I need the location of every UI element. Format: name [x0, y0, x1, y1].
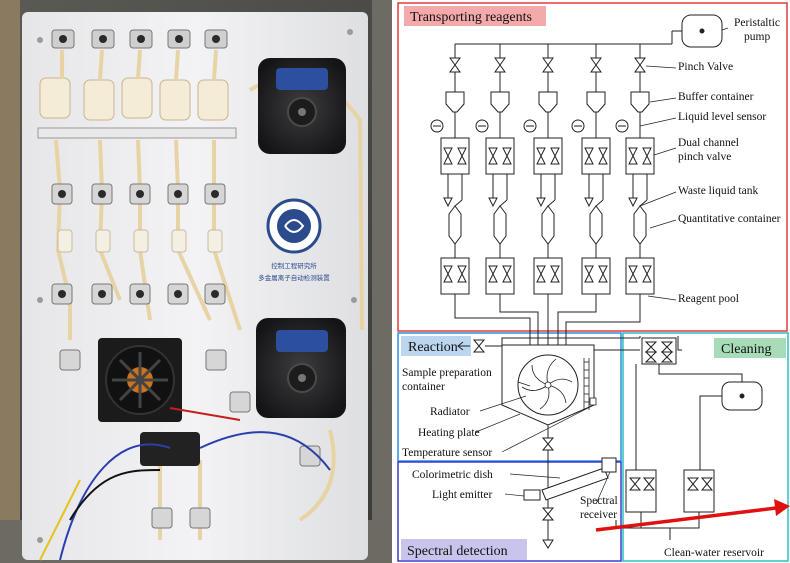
spectral-tag: [401, 539, 527, 560]
channel-5-pinch-valve: [634, 57, 646, 73]
spectral-section-frame: [397, 461, 622, 562]
cooling-fan: [98, 338, 182, 422]
transport-tag: [404, 6, 546, 26]
spectral-path: [523, 425, 617, 549]
buffer-container-row: [39, 77, 229, 121]
light-emitter-box: [523, 489, 541, 501]
label-reagent-pool: Reagent pool: [678, 293, 739, 305]
reagent-manifold: [454, 300, 641, 345]
diagram-peristaltic-pump: [671, 14, 723, 48]
channel-3-waste-outlet: [536, 197, 546, 208]
channel-5-dual-valve: [625, 137, 655, 175]
temperature-probe: [589, 397, 597, 406]
channel-5-outlet-valve: [625, 257, 655, 295]
channel-5-buffer-container: [630, 91, 650, 113]
wiring: [39, 407, 331, 561]
photo-right-frame: [372, 0, 392, 563]
apparatus-photo: 控制工程研究所 多金属离子自动检测装置: [0, 0, 392, 563]
channel-2-quantitative-container: [493, 205, 507, 245]
side-valves: [59, 349, 321, 529]
label-pinch-valve: Pinch Valve: [678, 61, 733, 73]
label-colorimetric-dish: Colorimetric dish: [412, 469, 493, 481]
channel-1-buffer-container: [445, 91, 465, 113]
label-peristaltic-pump-2: pump: [744, 31, 770, 43]
channel-3-dual-valve: [533, 137, 563, 175]
cleaning-tag: [714, 338, 786, 358]
reaction-title: Reaction: [408, 340, 458, 355]
label-dual-channel-1: Dual channel: [678, 137, 739, 149]
peristaltic-pump-top: [258, 58, 346, 154]
channel-3-buffer-container: [538, 91, 558, 113]
label-temperature-sensor: Temperature sensor: [402, 447, 492, 459]
channel-4-dual-valve: [581, 137, 611, 175]
channel-3-outlet-valve: [533, 257, 563, 295]
channel-4-outlet-valve: [581, 257, 611, 295]
reaction-tag: [401, 336, 471, 356]
label-buffer-container: Buffer container: [678, 91, 754, 103]
photo-caption-1: 控制工程研究所: [271, 261, 317, 270]
highlight-arrow: [595, 499, 790, 532]
cleaning-pipes: [501, 336, 763, 540]
label-sample-prep-2: container: [402, 381, 445, 393]
label-waste-tank: Waste liquid tank: [678, 185, 758, 197]
channel-1-dual-valve: [440, 137, 470, 175]
cleaning-title: Cleaning: [721, 342, 772, 357]
transport-section-frame: [397, 2, 788, 332]
radiator-fan: [517, 354, 579, 416]
cleaning-section-frame: [622, 332, 789, 562]
label-quantitative-container: Quantitative container: [678, 213, 781, 225]
channel-2-waste-outlet: [488, 197, 498, 208]
label-spectral-receiver-1: Spectral: [580, 495, 618, 507]
channel-5-quantitative-container: [633, 205, 647, 245]
label-spectral-receiver-2: receiver: [580, 509, 617, 521]
channel-5-waste-outlet: [628, 197, 638, 208]
transport-title: Transporting reagents: [410, 10, 532, 25]
quantitative-container-row: [57, 229, 223, 253]
spectral-title: Spectral detection: [407, 544, 508, 559]
channel-4-waste-outlet: [584, 197, 594, 208]
channel-2-dual-valve: [485, 137, 515, 175]
label-liquid-level-sensor: Liquid level sensor: [678, 111, 766, 123]
university-logo: [266, 198, 322, 254]
channel-4-quantitative-container: [589, 205, 603, 245]
channel-1-waste-outlet: [443, 197, 453, 208]
photo-caption-2: 多金属离子自动检测装置: [258, 273, 330, 282]
reaction-section-frame: [397, 332, 622, 462]
reaction-inlet: [457, 339, 502, 353]
label-radiator: Radiator: [430, 406, 470, 418]
channel-1-pinch-valve: [449, 57, 461, 73]
channel-3-pinch-valve: [542, 57, 554, 73]
channel-3-quantitative-container: [541, 205, 555, 245]
channel-4-buffer-container: [586, 91, 606, 113]
channel-4-pinch-valve: [590, 57, 602, 73]
label-peristaltic-pump-1: Peristaltic: [734, 17, 780, 29]
spectral-receiver-box: [601, 457, 617, 473]
photo-left-frame: [0, 0, 20, 563]
detector-module: [140, 432, 200, 466]
label-heating-plate: Heating plate: [418, 427, 480, 439]
leader-lines: [475, 27, 729, 505]
peristaltic-pump-bottom: [256, 318, 346, 418]
sample-preparation-container: [501, 344, 597, 426]
label-light-emitter: Light emitter: [432, 489, 493, 501]
channel-1-outlet-valve: [440, 257, 470, 295]
label-clean-water-reservoir: Clean-water reservoir: [664, 547, 764, 559]
label-sample-prep-1: Sample preparation: [402, 367, 492, 379]
transport-channels: [430, 44, 655, 300]
sensor-bar: [37, 127, 237, 139]
channel-2-pinch-valve: [494, 57, 506, 73]
channel-2-buffer-container: [490, 91, 510, 113]
channel-2-outlet-valve: [485, 257, 515, 295]
label-dual-channel-2: pinch valve: [678, 151, 731, 163]
channel-1-quantitative-container: [448, 205, 462, 245]
